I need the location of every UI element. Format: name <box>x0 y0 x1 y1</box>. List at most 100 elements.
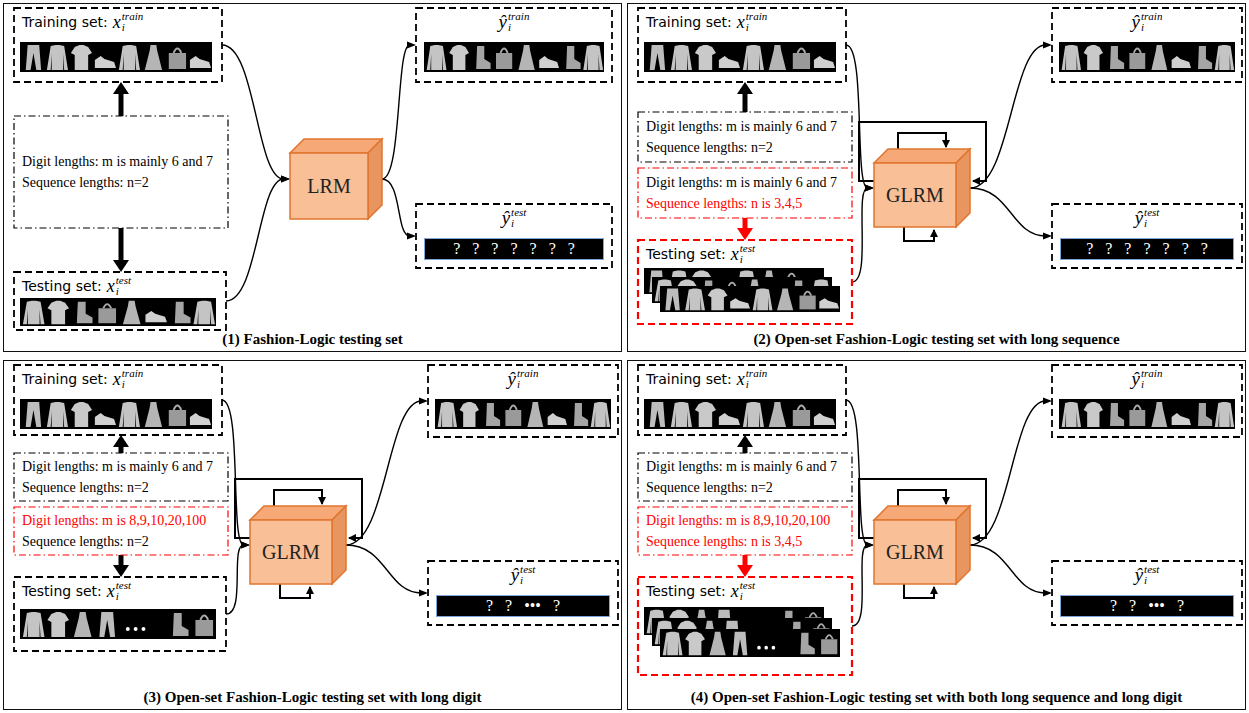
cube-side <box>332 506 346 584</box>
box-label: ŷtesti <box>1052 564 1242 586</box>
arrowhead <box>281 176 290 183</box>
arrowhead <box>865 542 874 549</box>
superscript: train <box>1141 368 1162 379</box>
box-label: Testing set:xtesti <box>22 580 131 602</box>
index-stack: testi <box>1144 564 1159 586</box>
prediction-bar: ? ? ••• ? <box>436 595 610 617</box>
box-label: Training set: xtraini <box>22 11 143 33</box>
config-lines: Digit lengths: m is mainly 6 and 7Sequen… <box>14 453 228 501</box>
config-box: Digit lengths: m is mainly 6 and 7Sequen… <box>638 168 852 218</box>
box-label: ŷtraini <box>428 368 618 390</box>
config-line: Sequence lengths: n=2 <box>22 172 220 193</box>
arrowhead <box>1043 590 1052 597</box>
dashed-border <box>14 8 222 82</box>
arrowhead <box>113 565 129 577</box>
cube-side <box>368 139 382 219</box>
config-text: Sequence lengths: n is 3,4,5 <box>646 534 802 549</box>
config-line: Sequence lengths: n=2 <box>22 531 220 552</box>
cube-front <box>250 520 332 584</box>
connector <box>970 42 1052 189</box>
config-line: Sequence lengths: n=2 <box>646 477 844 498</box>
dashed-border <box>14 577 226 651</box>
block-arrow-shaft <box>119 92 124 116</box>
curved-connector <box>970 401 1046 545</box>
box-label: Testing set:xtesti <box>22 275 131 297</box>
subscript: i <box>746 379 767 390</box>
superscript: train <box>1141 11 1162 22</box>
image-strip <box>660 629 840 657</box>
curved-connector <box>226 545 244 614</box>
dataset-box: Training set: xtraini <box>14 8 222 82</box>
math-symbol: x <box>113 369 121 390</box>
arrowhead <box>865 185 874 192</box>
index-stack: testi <box>520 564 535 586</box>
arrowhead <box>113 435 129 447</box>
cube-top <box>250 506 346 520</box>
config-line: Sequence lengths: n is 3,4,5 <box>646 193 844 214</box>
connector <box>222 45 290 183</box>
model-cube: GLRM <box>874 149 970 227</box>
curved-connector <box>970 45 1046 188</box>
feedback-loop <box>898 133 946 149</box>
index-stack: testi <box>511 207 526 229</box>
image-strip <box>435 399 611 429</box>
prediction-bar: ? ? ? ? ? ? ? <box>424 238 604 260</box>
index-stack: traini <box>508 11 529 33</box>
arrowhead <box>113 82 129 94</box>
box-outline <box>14 116 228 228</box>
connector <box>226 542 250 615</box>
curved-connector <box>346 545 422 593</box>
panel-caption: (3) Open-set Fashion-Logic testing set w… <box>4 689 621 706</box>
math-symbol: x <box>737 12 745 33</box>
dashed-border <box>14 507 228 555</box>
dashed-border <box>428 365 618 437</box>
set-name: Testing set: <box>22 583 102 599</box>
block-arrow-shaft <box>743 92 748 112</box>
connector <box>382 179 416 240</box>
prediction-bar: ? ? ••• ? <box>1060 595 1234 617</box>
model-cube: GLRM <box>250 506 346 584</box>
math-symbol: ŷ <box>1132 368 1140 390</box>
arrowhead <box>419 398 428 405</box>
output-box: ŷtesti? ? ? ? ? ? ? <box>1052 204 1242 268</box>
model-name: LRM <box>307 175 350 198</box>
superscript: train <box>517 368 538 379</box>
dashed-border <box>638 8 846 82</box>
connector <box>970 188 1052 240</box>
config-lines: Digit lengths: m is mainly 6 and 7Sequen… <box>638 453 852 501</box>
math-symbol: x <box>113 12 121 33</box>
arrowhead <box>1043 398 1052 405</box>
curved-connector <box>226 179 284 301</box>
index-stack: traini <box>122 11 143 33</box>
math-symbol: ŷ <box>508 368 516 390</box>
math-symbol: ŷ <box>1135 564 1143 586</box>
dashed-border <box>1052 365 1242 437</box>
subscript: i <box>1141 22 1162 33</box>
feedback-loop <box>904 227 934 241</box>
connector <box>737 82 753 112</box>
config-box: Digit lengths: m is 8,9,10,20,100Sequenc… <box>14 507 228 555</box>
index-stack: traini <box>1141 368 1162 390</box>
prediction-text: ? ? ••• ? <box>486 597 560 615</box>
feedback-loop <box>904 584 934 598</box>
subscript: i <box>511 218 526 229</box>
subscript: i <box>517 379 538 390</box>
model-cube: LRM <box>290 139 382 219</box>
math-symbol: x <box>737 369 745 390</box>
subscript: i <box>740 591 755 602</box>
dashed-border <box>416 8 612 82</box>
image-strip <box>1059 42 1235 72</box>
index-stack: traini <box>122 368 143 390</box>
dashed-border <box>1052 204 1242 268</box>
curved-connector <box>846 400 868 545</box>
config-lines: Digit lengths: m is mainly 6 and 7Sequen… <box>14 116 228 228</box>
connector <box>970 398 1052 546</box>
superscript: train <box>122 368 143 379</box>
set-name: Training set: <box>22 14 108 30</box>
set-name: Testing set: <box>646 246 726 262</box>
model-label-area: GLRM <box>250 520 332 584</box>
feedback-loops <box>859 122 986 241</box>
dashed-border <box>428 561 618 625</box>
subscript: i <box>746 22 767 33</box>
set-name: Training set: <box>22 371 108 387</box>
